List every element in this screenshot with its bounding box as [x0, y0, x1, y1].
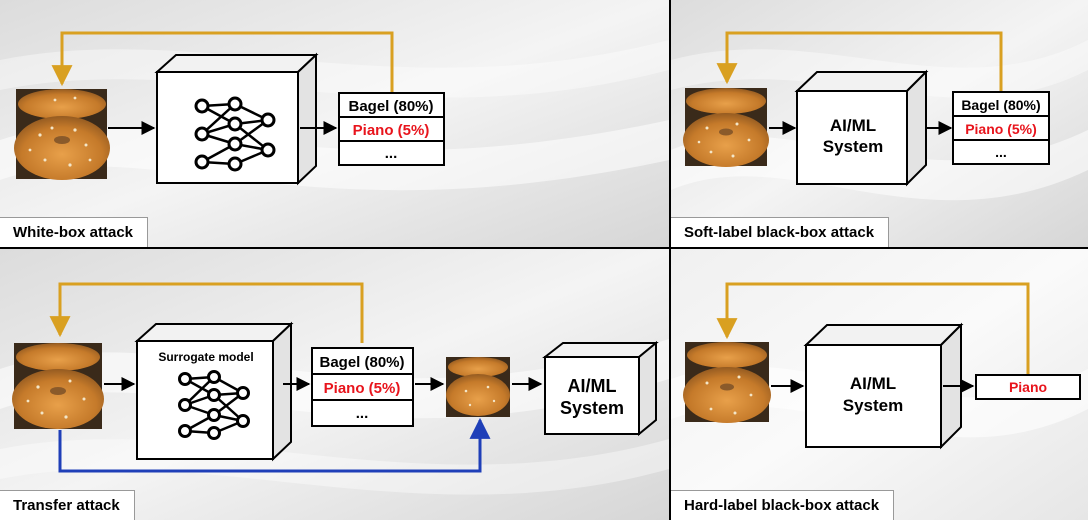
panel-caption: Hard-label black-box attack	[671, 490, 895, 520]
output-row-3: ...	[995, 144, 1007, 160]
system-label-line-2: System	[823, 137, 883, 156]
vertical-divider	[669, 0, 671, 520]
white-box-diagram: Bagel (80%) Piano (5%) ...	[0, 0, 669, 247]
output-row-2: Piano (5%)	[324, 380, 401, 397]
transfer-diagram: Surrogate model Bagel (80%) Piano (5%)	[0, 249, 669, 520]
feedback-arrow	[49, 282, 364, 343]
transfer-arrow	[58, 417, 491, 473]
hard-label-output-box	[975, 374, 1081, 400]
transfer-panel: Surrogate model Bagel (80%) Piano (5%)	[0, 249, 669, 520]
output-table	[311, 347, 414, 427]
bagel-image	[12, 343, 104, 429]
output-row-2: Piano (5%)	[353, 122, 430, 139]
system-label-line-2: System	[843, 396, 903, 415]
system-label-line-1: AI/ML	[568, 376, 617, 396]
hard-label-output: Piano	[1009, 379, 1047, 395]
soft-label-panel: AI/ML System Bagel (80%) Piano (5%) ... …	[671, 0, 1088, 247]
ai-ml-system-cube	[803, 322, 964, 450]
system-label-line-1: AI/ML	[850, 374, 896, 393]
bagel-image	[683, 88, 769, 167]
output-table	[338, 92, 445, 166]
feedback-arrow	[716, 282, 1030, 374]
surrogate-model-label: Surrogate model	[158, 350, 253, 364]
system-label-line-1: AI/ML	[830, 116, 876, 135]
system-label-line-2: System	[560, 398, 624, 418]
hard-label-panel: AI/ML System Piano Hard-label black-box …	[671, 249, 1088, 520]
feedback-arrow	[51, 31, 394, 93]
neural-network-icon	[178, 370, 250, 440]
output-row-1: Bagel (80%)	[319, 354, 404, 371]
bagel-image	[683, 342, 771, 423]
output-row-2: Piano (5%)	[965, 121, 1037, 137]
panel-caption: Soft-label black-box attack	[671, 217, 890, 247]
white-box-panel: Bagel (80%) Piano (5%) ... White-box att…	[0, 0, 669, 247]
output-row-1: Bagel (80%)	[961, 97, 1040, 113]
panel-caption: Transfer attack	[0, 490, 135, 520]
output-row-1: Bagel (80%)	[348, 98, 433, 115]
output-row-3: ...	[356, 405, 369, 422]
output-row-3: ...	[385, 145, 398, 162]
hard-label-diagram: AI/ML System Piano	[671, 249, 1088, 520]
feedback-arrow	[716, 31, 1003, 92]
panel-caption: White-box attack	[0, 217, 149, 247]
surrogate-model-cube	[134, 321, 294, 462]
ai-ml-system-cube	[794, 69, 929, 187]
horizontal-divider	[0, 247, 1088, 249]
soft-label-diagram: AI/ML System Bagel (80%) Piano (5%) ...	[671, 0, 1088, 247]
bagel-image	[14, 89, 110, 180]
ai-ml-system-cube	[542, 340, 659, 437]
neural-network-icon	[194, 96, 276, 172]
output-table	[952, 91, 1050, 165]
adversarial-bagel-image	[446, 357, 510, 417]
